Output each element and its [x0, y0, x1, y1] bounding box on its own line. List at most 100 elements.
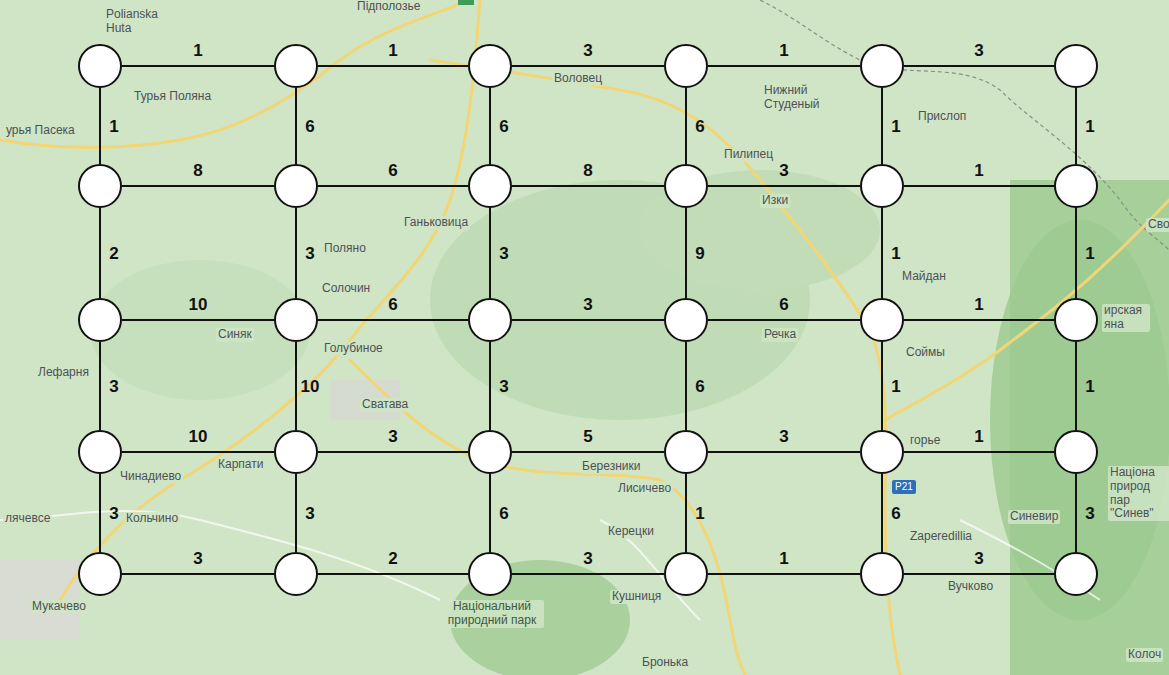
- graph-vertex: [664, 164, 708, 208]
- graph-edge: [512, 65, 664, 67]
- place-name: Вучково: [946, 580, 995, 594]
- graph-edge: [489, 342, 491, 430]
- graph-edge: [904, 573, 1054, 575]
- place-name: Прислоп: [916, 110, 968, 124]
- place-name: Нижний Студеный: [762, 84, 826, 112]
- edge-weight: 2: [388, 550, 397, 567]
- edge-weight: 1: [1085, 245, 1094, 262]
- place-name: Polianska Huta: [104, 8, 168, 36]
- graph-vertex: [1054, 552, 1098, 596]
- place-name: Карпати: [216, 458, 265, 472]
- edge-weight: 10: [189, 296, 208, 313]
- graph-vertex: [468, 44, 512, 88]
- place-name: Колоч: [1126, 648, 1163, 662]
- edge-weight: 3: [779, 428, 788, 445]
- graph-edge: [881, 342, 883, 430]
- place-name: Пилипец: [722, 148, 775, 162]
- edge-weight: 8: [193, 162, 202, 179]
- graph-edge: [708, 573, 860, 575]
- edge-weight: 6: [891, 505, 900, 522]
- graph-edge: [512, 573, 664, 575]
- edge-weight: 6: [499, 118, 508, 135]
- graph-vertex: [468, 164, 512, 208]
- graph-edge: [1075, 342, 1077, 430]
- graph-edge: [512, 185, 664, 187]
- graph-vertex: [860, 164, 904, 208]
- edge-weight: 1: [974, 428, 983, 445]
- place-name: Кольчино: [124, 512, 180, 526]
- place-name: Zaperedillia: [908, 530, 974, 544]
- edge-weight: 5: [583, 428, 592, 445]
- graph-vertex: [664, 552, 708, 596]
- graph-edge: [904, 319, 1054, 321]
- graph-vertex: [1054, 44, 1098, 88]
- graph-edge: [881, 474, 883, 552]
- edge-weight: 3: [305, 505, 314, 522]
- graph-edge: [318, 319, 468, 321]
- graph-vertex: [274, 430, 318, 474]
- edge-weight: 1: [1085, 378, 1094, 395]
- graph-vertex: [1054, 164, 1098, 208]
- place-name: лячевсе: [3, 512, 52, 526]
- edge-weight: 6: [388, 162, 397, 179]
- place-name: Поляно: [322, 242, 368, 256]
- graph-edge: [904, 185, 1054, 187]
- place-name: Турья Поляна: [132, 90, 213, 104]
- edge-weight: 3: [388, 428, 397, 445]
- graph-edge: [99, 88, 101, 164]
- graph-edge: [904, 451, 1054, 453]
- graph-edge: [318, 573, 468, 575]
- graph-edge: [122, 451, 274, 453]
- edge-weight: 3: [779, 162, 788, 179]
- edge-weight: 6: [305, 118, 314, 135]
- edge-weight: 6: [388, 296, 397, 313]
- graph-vertex: [78, 164, 122, 208]
- edge-weight: 6: [779, 296, 788, 313]
- place-name: Синяк: [216, 328, 254, 342]
- place-name: Підполозье: [355, 0, 422, 14]
- graph-edge: [512, 319, 664, 321]
- edge-weight: 3: [193, 550, 202, 567]
- edge-weight: 1: [974, 296, 983, 313]
- graph-edge: [489, 88, 491, 164]
- graph-vertex: [274, 44, 318, 88]
- edge-weight: 3: [583, 42, 592, 59]
- edge-weight: 1: [891, 118, 900, 135]
- graph-edge: [99, 474, 101, 552]
- graph-vertex: [468, 298, 512, 342]
- place-name: Соймы: [904, 346, 947, 360]
- edge-weight: 6: [695, 378, 704, 395]
- edge-weight: 3: [1085, 505, 1094, 522]
- graph-edge: [122, 185, 274, 187]
- graph-edge: [122, 319, 274, 321]
- graph-edge: [318, 451, 468, 453]
- graph-vertex: [78, 430, 122, 474]
- place-name: Синевир: [1008, 510, 1060, 524]
- graph-edge: [708, 65, 860, 67]
- edge-weight: 1: [388, 42, 397, 59]
- edge-weight: 10: [189, 428, 208, 445]
- edge-weight: 3: [583, 296, 592, 313]
- place-name: горье: [908, 434, 942, 448]
- place-name: Керецки: [606, 525, 656, 539]
- graph-vertex: [664, 44, 708, 88]
- edge-weight: 1: [1085, 118, 1094, 135]
- graph-edge: [295, 474, 297, 552]
- place-name: Національний природний парк: [440, 600, 544, 628]
- edge-weight: 1: [695, 505, 704, 522]
- graph-edge: [708, 451, 860, 453]
- edge-weight: 6: [695, 118, 704, 135]
- graph-vertex: [860, 298, 904, 342]
- place-name: Сватава: [360, 398, 410, 412]
- graph-edge: [1075, 474, 1077, 552]
- place-name: Мукачево: [30, 600, 88, 614]
- graph-vertex: [468, 552, 512, 596]
- graph-edge: [122, 65, 274, 67]
- graph-edge: [1075, 208, 1077, 298]
- edge-weight: 3: [305, 245, 314, 262]
- place-name: Сво: [1146, 218, 1169, 232]
- place-name: Лисичево: [616, 482, 673, 496]
- place-name: Майдан: [900, 270, 948, 284]
- graph-vertex: [274, 164, 318, 208]
- graph-vertex: [274, 298, 318, 342]
